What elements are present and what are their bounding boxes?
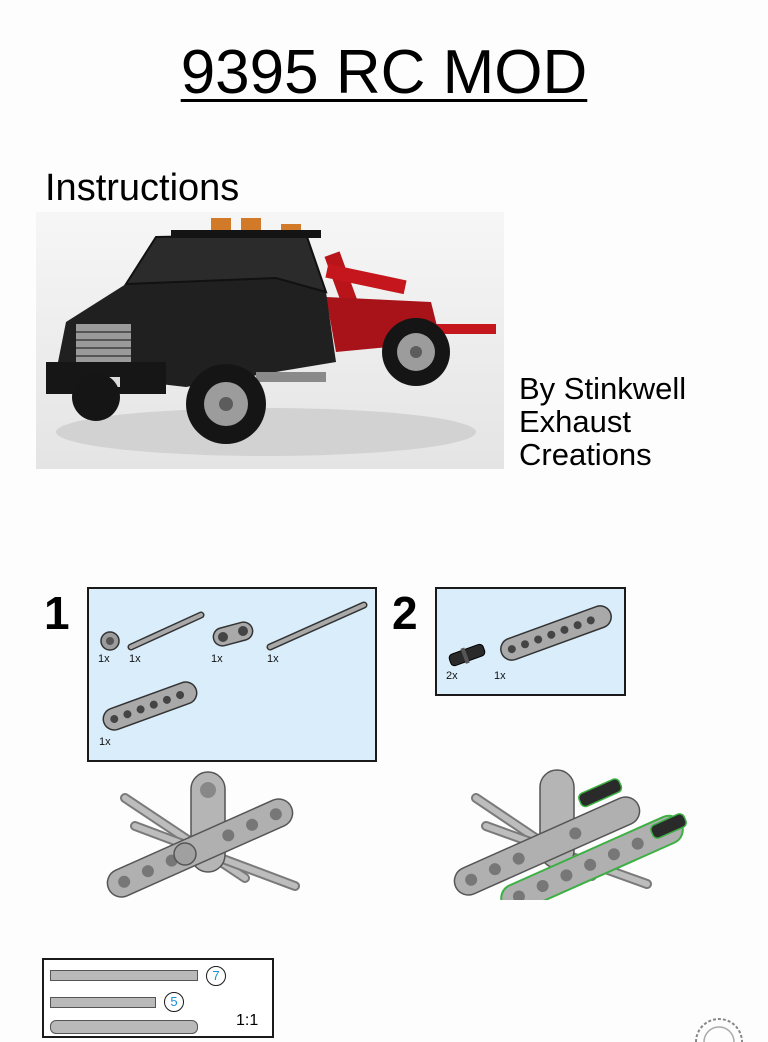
part-quantity: 1x xyxy=(99,736,111,748)
part-quantity: 1x xyxy=(494,670,506,682)
scale-label: 1:1 xyxy=(236,1012,259,1029)
parts-list-box: 1x 1x 1x 1x 1x xyxy=(87,587,377,762)
parts-list-box: 2x 1x xyxy=(435,587,626,696)
author-credit: By Stinkwell Exhaust Creations xyxy=(519,372,686,471)
step-number: 1 xyxy=(44,587,70,639)
truck-render xyxy=(36,212,504,469)
step-1-assembly xyxy=(106,771,300,898)
bush-icon xyxy=(100,631,120,651)
part-quantity: 1x xyxy=(267,653,279,665)
part-quantity: 2x xyxy=(446,670,458,682)
page-title: 9395 RC MOD xyxy=(180,38,588,107)
liftarm-icon xyxy=(102,681,198,731)
part-quantity: 1x xyxy=(98,653,110,665)
cross-block-icon xyxy=(212,621,254,647)
axle-7-gauge xyxy=(50,970,198,981)
liftarm-icon xyxy=(500,605,612,661)
instructions-heading: Instructions xyxy=(45,167,240,209)
credit-line: Creations xyxy=(519,437,652,472)
step-number: 2 xyxy=(392,587,418,639)
pin-icon xyxy=(448,643,486,667)
axle-icon xyxy=(127,611,205,651)
liftarm-gauge xyxy=(50,1020,198,1034)
part-quantity: 1x xyxy=(211,653,223,665)
length-marker: 5 xyxy=(164,992,184,1012)
credit-line: By Stinkwell xyxy=(519,371,687,406)
long-axle-icon xyxy=(266,601,368,651)
step-2-assembly xyxy=(453,769,687,900)
part-quantity: 1x xyxy=(129,653,141,665)
credit-line: Exhaust xyxy=(519,404,632,439)
logo-icon xyxy=(695,1018,743,1042)
axle-5-gauge xyxy=(50,997,156,1008)
length-marker: 7 xyxy=(206,966,226,986)
